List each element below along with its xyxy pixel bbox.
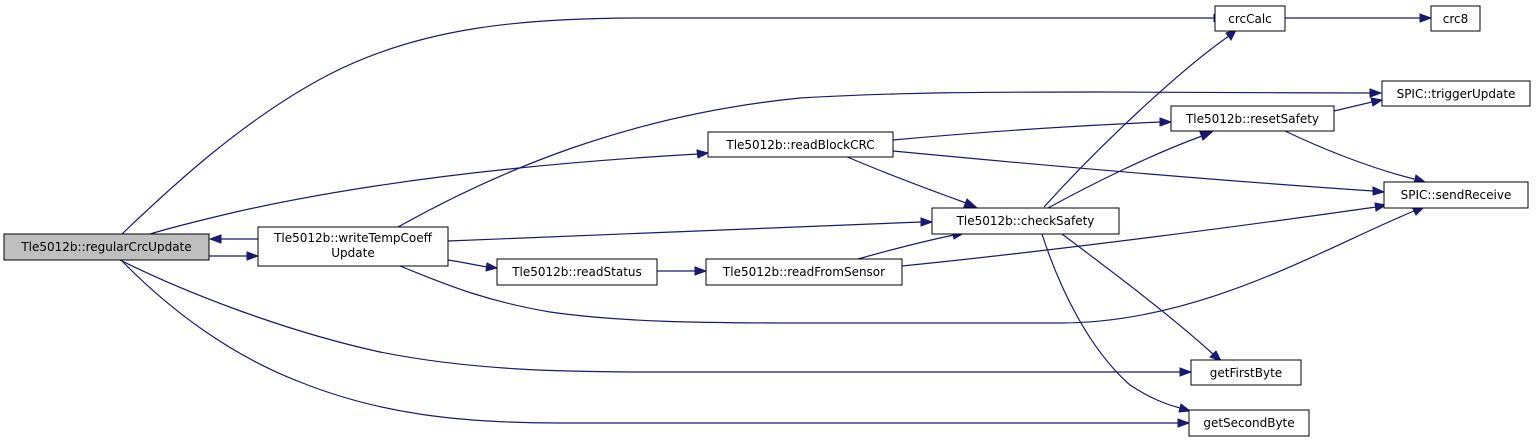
node-getSecondByte-box [1188,409,1310,437]
node-getFirstByte-label: getFirstByte [1210,366,1282,380]
node-triggerUpdate[interactable]: SPIC::triggerUpdate [1381,80,1531,107]
node-regularCrcUpdate[interactable]: Tle5012b::regularCrcUpdate [3,233,210,261]
node-readStatus-label: Tle5012b::readStatus [511,265,642,279]
node-regularCrcUpdate-box [3,233,210,261]
edge-regularCrcUpdate-writeTempCoeffUpdate [209,251,260,261]
edge-readBlockCRC-resetSafety [892,117,1173,141]
edge-writeTempCoeffUpdate-readStatus [447,259,499,272]
edge-regularCrcUpdate-readBlockCRC [149,149,710,235]
node-checkSafety-label: Tle5012b::checkSafety [956,214,1095,228]
node-resetSafety-label: Tle5012b::resetSafety [1185,112,1319,126]
node-crcCalc[interactable]: crcCalc [1214,5,1286,32]
node-readBlockCRC-label: Tle5012b::readBlockCRC [725,138,874,152]
node-checkSafety-box [931,207,1120,235]
node-writeTempCoeffUpdate-label-line2: Update [331,246,374,260]
edges [119,13,1433,428]
node-sendReceive-label: SPIC::sendReceive [1401,188,1512,202]
edge-writeTempCoeffUpdate-regularCrcUpdate [208,234,258,244]
node-sendReceive-box [1383,181,1529,209]
node-crcCalc-label: crcCalc [1228,12,1272,26]
edge-checkSafety-getSecondByte [1041,233,1192,413]
nodes: Tle5012b::regularCrcUpdate Tle5012b::wri… [3,5,1531,437]
edge-writeTempCoeffUpdate-triggerUpdate [397,88,1383,228]
node-readBlockCRC-box [707,131,894,158]
edge-readBlockCRC-checkSafety [844,155,978,208]
node-sendReceive[interactable]: SPIC::sendReceive [1383,181,1529,209]
edge-readFromSensor-sendReceive [901,202,1388,267]
edge-regularCrcUpdate-getFirstByte [119,259,1193,377]
node-writeTempCoeffUpdate[interactable]: Tle5012b::writeTempCoeff Update [257,226,449,267]
edge-checkSafety-getFirstByte [1061,233,1223,362]
node-resetSafety[interactable]: Tle5012b::resetSafety [1170,105,1335,132]
node-writeTempCoeffUpdate-box [257,226,449,267]
node-crc8[interactable]: crc8 [1430,5,1481,32]
node-readStatus-box [496,258,658,286]
node-triggerUpdate-box [1381,80,1531,107]
node-getFirstByte-box [1190,359,1302,386]
edge-readFromSensor-checkSafety [857,230,966,260]
edge-readBlockCRC-sendReceive [892,150,1386,196]
node-crc8-box [1430,5,1481,32]
node-regularCrcUpdate-label: Tle5012b::regularCrcUpdate [20,240,191,254]
node-getFirstByte[interactable]: getFirstByte [1190,359,1302,386]
edge-resetSafety-triggerUpdate [1333,97,1384,112]
node-readBlockCRC[interactable]: Tle5012b::readBlockCRC [707,131,894,158]
edge-readStatus-readFromSensor [657,266,708,276]
node-getSecondByte-label: getSecondByte [1203,416,1294,430]
node-writeTempCoeffUpdate-label-line1: Tle5012b::writeTempCoeff [273,231,433,245]
node-readStatus[interactable]: Tle5012b::readStatus [496,258,658,286]
edge-writeTempCoeffUpdate-checkSafety [447,217,934,242]
node-checkSafety[interactable]: Tle5012b::checkSafety [931,207,1120,235]
node-crc8-label: crc8 [1443,12,1469,26]
node-readFromSensor-box [705,258,903,286]
node-getSecondByte[interactable]: getSecondByte [1188,409,1310,437]
edge-resetSafety-sendReceive [1282,129,1427,184]
node-triggerUpdate-label: SPIC::triggerUpdate [1397,87,1516,101]
node-readFromSensor[interactable]: Tle5012b::readFromSensor [705,258,903,286]
node-readFromSensor-label: Tle5012b::readFromSensor [722,265,885,279]
node-crcCalc-box [1214,5,1286,32]
node-resetSafety-box [1170,105,1335,132]
edge-regularCrcUpdate-getSecondByte [121,260,1191,428]
edge-checkSafety-resetSafety [1047,131,1214,209]
edge-crcCalc-crc8 [1285,13,1433,23]
